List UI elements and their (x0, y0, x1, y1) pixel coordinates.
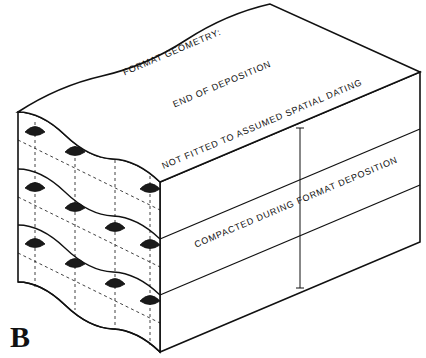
top-face (18, 4, 420, 182)
base-wave (18, 282, 160, 352)
thickness-tick (296, 288, 304, 289)
layer-wave (18, 169, 160, 239)
thickness-tick (296, 128, 304, 129)
panel-letter: B (10, 320, 30, 354)
layer-wave (18, 225, 160, 295)
thickness-line (300, 128, 301, 288)
